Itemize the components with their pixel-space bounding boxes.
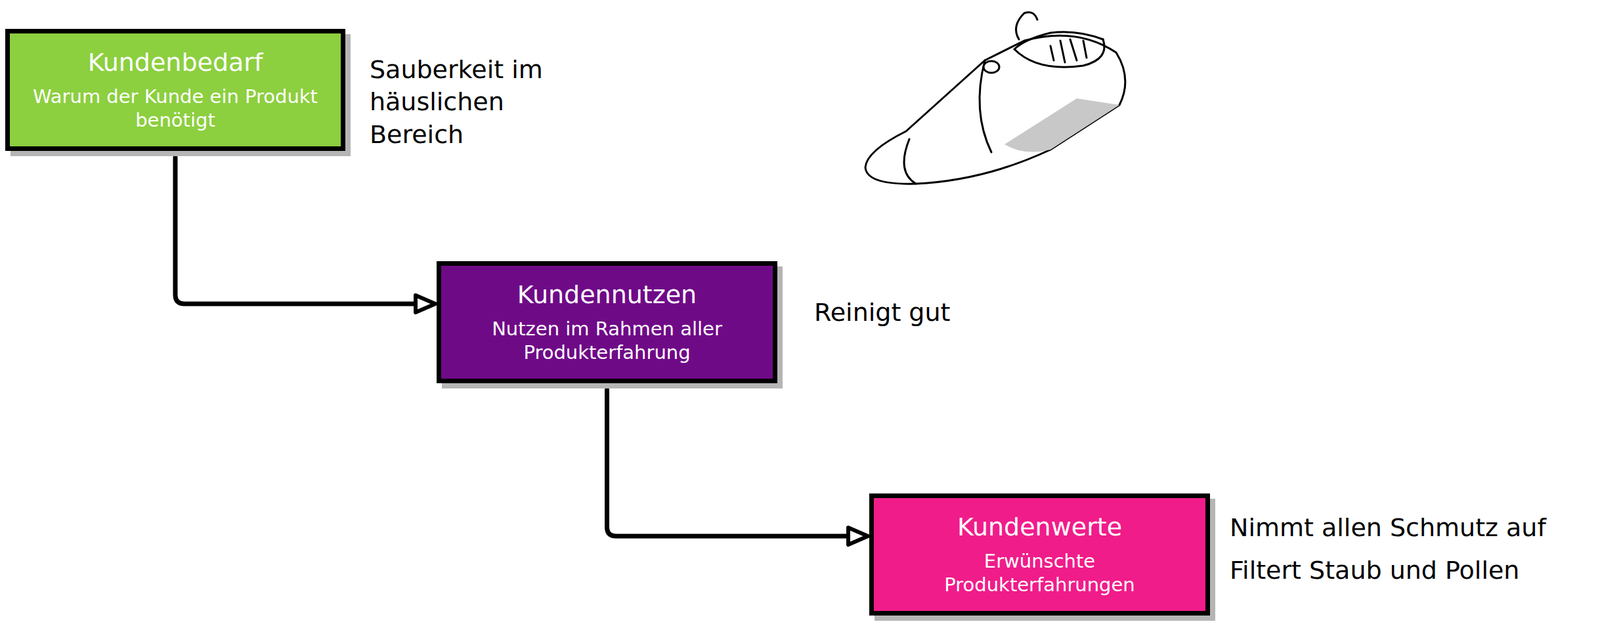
annotation-text: Nimmt allen Schmutz auf xyxy=(1229,512,1547,545)
annotation-text: Filtert Staub und Pollen xyxy=(1229,554,1520,587)
box-title: Kundenwerte xyxy=(957,512,1123,543)
box-subtitle: Nutzen im Rahmen aller Produkterfahrung xyxy=(455,317,759,366)
process-box: KundenbedarfWarum der Kunde ein Produkt … xyxy=(5,28,346,152)
box-title: Kundennutzen xyxy=(517,280,697,311)
connector-line xyxy=(607,389,849,537)
arrow-head xyxy=(415,295,436,313)
box-subtitle: Warum der Kunde ein Produkt benötigt xyxy=(24,84,327,133)
box-subtitle: Erwünschte Produkterfahrungen xyxy=(888,549,1191,598)
box-title: Kundenbedarf xyxy=(87,47,264,79)
connector-arrow xyxy=(607,389,869,545)
arrow-head xyxy=(848,527,868,545)
connector-arrow xyxy=(175,157,436,313)
annotation-text: Reinigt gut xyxy=(814,296,951,329)
annotation-text: Sauberkeit im häuslichen Bereich xyxy=(369,53,593,152)
process-box: KundennutzenNutzen im Rahmen aller Produ… xyxy=(436,261,778,384)
process-box: KundenwerteErwünschte Produkterfahrungen xyxy=(869,493,1211,616)
connector-line xyxy=(175,157,416,304)
